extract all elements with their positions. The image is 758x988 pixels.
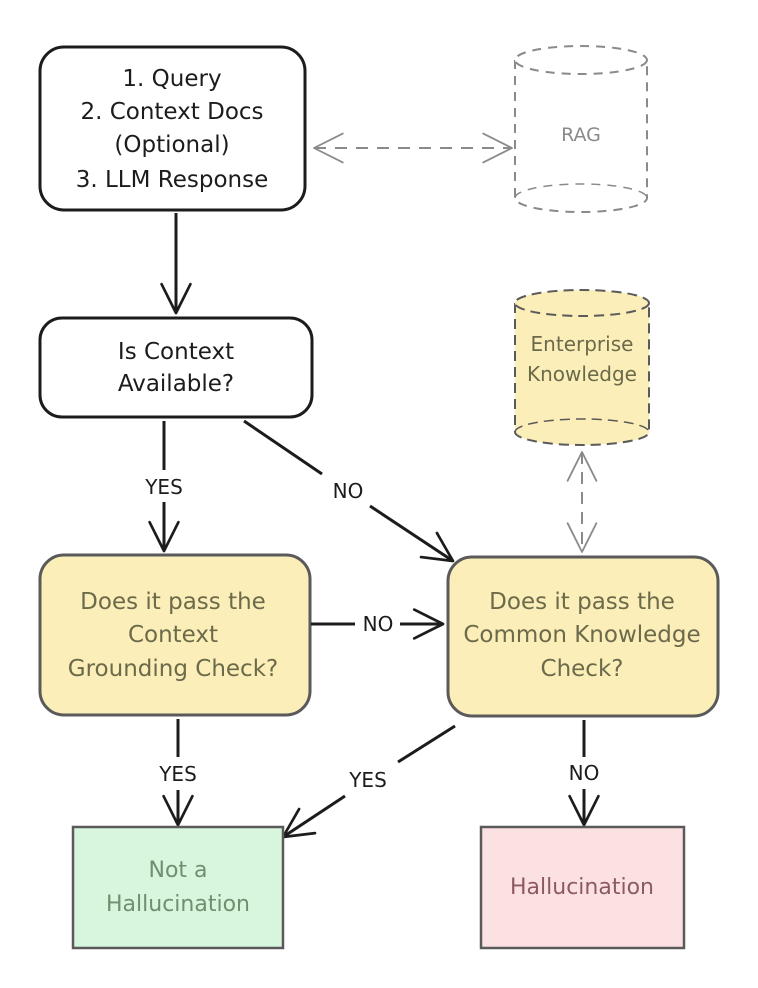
- grounding-line-2: Context: [128, 622, 218, 648]
- rag-database: RAG: [514, 45, 648, 213]
- common-line-1: Does it pass the: [489, 589, 675, 615]
- common-line-2: Common Knowledge: [463, 622, 700, 648]
- context-available-node: Is Context Available?: [38, 316, 314, 419]
- common-yes-label: YES: [348, 768, 387, 792]
- context-no-line-top: [243, 419, 323, 476]
- grounding-yes-label: YES: [158, 762, 197, 786]
- grounding-check-node: Does it pass the Context Grounding Check…: [38, 553, 312, 717]
- not-hallucination-node: Not a Hallucination: [71, 825, 285, 950]
- common-yes-line-top: [397, 724, 456, 764]
- context-yes-label: YES: [144, 475, 183, 499]
- hallucination-label: Hallucination: [510, 875, 654, 900]
- common-yes-arrow: [281, 794, 346, 839]
- hallucination-node: Hallucination: [479, 825, 686, 950]
- input-line-query: 1. Query: [122, 66, 221, 92]
- context-available-line-1: Is Context: [118, 339, 234, 365]
- grounding-no-label: NO: [363, 612, 394, 636]
- not-hallucination-line-2: Hallucination: [106, 892, 250, 917]
- not-hallucination-line-1: Not a: [148, 858, 207, 883]
- input-line-optional: (Optional): [114, 132, 229, 158]
- grounding-line-1: Does it pass the: [80, 589, 266, 615]
- input-line-context-docs: 2. Context Docs: [80, 99, 263, 125]
- grounding-line-3: Grounding Check?: [68, 656, 278, 682]
- context-no-label: NO: [333, 479, 364, 503]
- input-line-llm-response: 3. LLM Response: [76, 167, 269, 193]
- common-knowledge-check-node: Does it pass the Common Knowledge Check?: [446, 555, 720, 718]
- common-no-label: NO: [569, 761, 600, 785]
- context-available-line-2: Available?: [118, 371, 234, 397]
- enterprise-label-line-2: Knowledge: [527, 362, 637, 386]
- enterprise-knowledge-database: Enterprise Knowledge: [514, 289, 650, 446]
- rag-label: RAG: [561, 124, 601, 146]
- common-line-3: Check?: [541, 656, 624, 682]
- enterprise-label-line-1: Enterprise: [531, 332, 634, 356]
- input-box: 1. Query 2. Context Docs (Optional) 3. L…: [38, 45, 307, 212]
- context-no-arrow: [369, 504, 455, 563]
